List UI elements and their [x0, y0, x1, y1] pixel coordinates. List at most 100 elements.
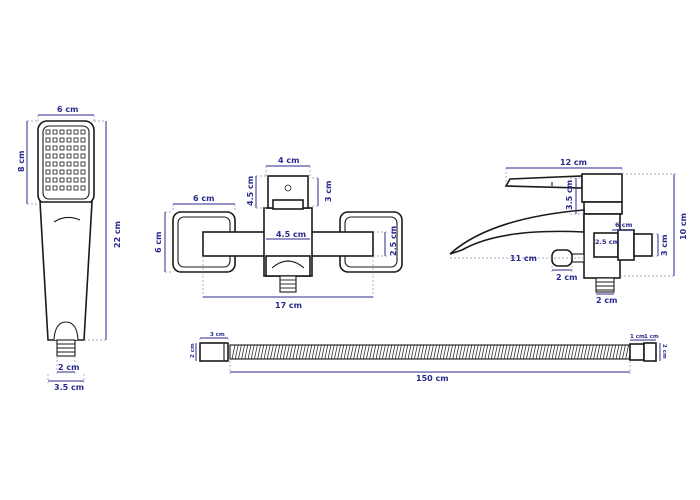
hose-coil: [346, 344, 351, 360]
mixer-thread-lines: [280, 279, 296, 289]
hose-coil: [609, 344, 613, 360]
hose-coil: [606, 344, 610, 360]
nozzle: [66, 177, 72, 183]
hose-coil: [545, 344, 549, 360]
hose-coil: [330, 344, 335, 360]
hose-coil: [462, 344, 466, 360]
hose-coil: [590, 344, 594, 360]
spout-arm: [449, 209, 585, 255]
nozzle: [66, 137, 72, 143]
hose-coil: [433, 344, 437, 360]
nozzle: [80, 153, 86, 159]
hose-coil: [593, 344, 597, 360]
hose-coil: [551, 344, 556, 360]
hose-coil: [506, 344, 511, 360]
hose-coil: [516, 344, 521, 360]
hose-coil: [442, 344, 447, 360]
hose-coil: [250, 344, 255, 360]
hose-coil: [538, 344, 543, 360]
mixer-flange-height-label: 6 cm: [154, 232, 163, 253]
handshower-head-height-label: 8 cm: [17, 151, 26, 172]
hose-coil: [490, 344, 495, 360]
nozzle: [80, 185, 86, 191]
hose-coil: [468, 344, 473, 360]
handshower-handle: [39, 201, 93, 341]
nozzle: [66, 153, 72, 159]
nozzle: [66, 169, 72, 175]
nozzle: [45, 137, 51, 143]
hose-coil: [423, 344, 428, 360]
handshower-width-top-label: 6 cm: [57, 105, 78, 114]
hose-coil: [292, 344, 297, 360]
nozzle: [73, 153, 79, 159]
hose-coil: [513, 344, 517, 360]
mixer-flange-width-label: 6 cm: [193, 194, 214, 203]
handshower-base-cap: [53, 321, 79, 341]
hose-coil: [388, 344, 393, 360]
hose-coil: [500, 344, 505, 360]
hose-coil: [583, 344, 588, 360]
nozzle: [80, 129, 86, 135]
hose-coil: [474, 344, 479, 360]
hose-coil: [334, 344, 338, 360]
hose-coil: [554, 344, 559, 360]
nozzle: [59, 129, 65, 135]
hose-coil: [407, 344, 412, 360]
hose-coil: [487, 344, 492, 360]
hose-coil: [503, 344, 508, 360]
spout-length-label: 11 cm: [510, 254, 537, 263]
nozzle: [80, 145, 86, 151]
hose-coil: [385, 344, 389, 360]
handshower-length-label: 22 cm: [113, 221, 122, 248]
hose-coil: [401, 344, 405, 360]
nozzle: [59, 185, 65, 191]
nozzle: [73, 137, 79, 143]
hose-coil: [350, 344, 354, 360]
mixer-lower-bulb: [271, 260, 305, 269]
hose-left-diameter-label: 2 cm: [190, 343, 196, 358]
spout-outlet-thread: [595, 277, 615, 293]
hose-coil-body: [229, 344, 633, 360]
hose-coil: [298, 344, 303, 360]
mixer-valve-hole: [284, 184, 292, 192]
hose-coil: [484, 344, 489, 360]
hose-coil: [308, 344, 313, 360]
nozzle: [66, 161, 72, 167]
nozzle: [52, 185, 58, 191]
hose-coil: [279, 344, 284, 360]
mixer-valve-height-label: 4.5 cm: [246, 176, 255, 206]
spout-lever-height-label: 3.5 cm: [565, 180, 574, 210]
nozzle: [73, 177, 79, 183]
wall-mixer-drawing: 4 cm 4.5 cm 3 cm 6 cm 6 cm 4.5 cm 2.5 cm…: [154, 156, 403, 310]
hose-coil: [599, 344, 604, 360]
spout-connector-label: 2.5 cm: [595, 238, 620, 246]
hose-coil: [343, 344, 348, 360]
spout-outlet-label: 2 cm: [596, 296, 617, 305]
hose-total-length-label: 150 cm: [416, 374, 449, 383]
hose-right-nut-b: [643, 342, 657, 362]
hose-coil: [510, 344, 514, 360]
spout-top-length-label: 12 cm: [560, 158, 587, 167]
hose-coil: [340, 344, 345, 360]
hose-coil: [577, 344, 581, 360]
nozzle: [45, 177, 51, 183]
hose-coil: [414, 344, 418, 360]
hose-coil: [327, 344, 332, 360]
hose-coil: [465, 344, 469, 360]
hose-coil: [625, 344, 629, 360]
hose-right-nut-b-label: 1 cm: [644, 334, 659, 340]
hose-coil: [439, 344, 444, 360]
nozzle: [52, 145, 58, 151]
hose-coil: [410, 344, 415, 360]
hose-coil: [356, 344, 361, 360]
hose-coil: [615, 344, 620, 360]
hose-coil: [321, 344, 325, 360]
handshower-handle-inner: [53, 216, 81, 223]
hose-coil: [478, 344, 482, 360]
hose-right-diameter-label: 2 cm: [661, 344, 667, 359]
bath-spout-drawing: 12 cm 3.5 cm 11 cm 2 cm 2.5 cm 6 cm 3 cm…: [449, 158, 688, 305]
hose-coil: [318, 344, 322, 360]
nozzle: [45, 185, 51, 191]
hose-coil: [337, 344, 341, 360]
